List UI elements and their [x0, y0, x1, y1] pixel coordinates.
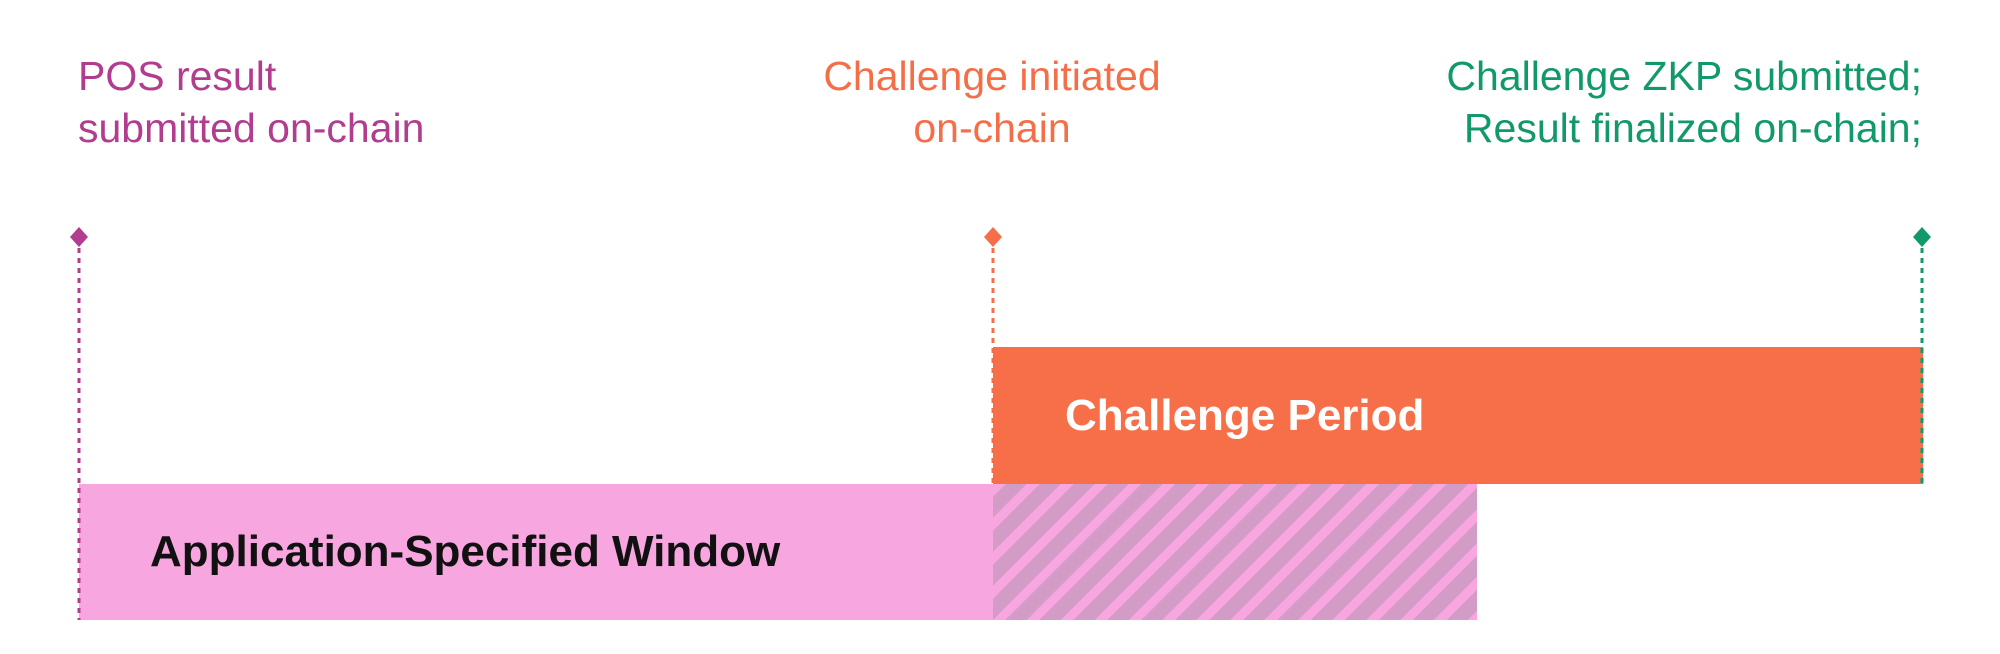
marker-result-finalized-diamond-icon — [1913, 227, 1931, 247]
milestone-label-line: Challenge initiated — [823, 53, 1161, 99]
milestone-label-pos-result: POS result submitted on-chain — [78, 50, 424, 154]
milestone-label-line: on-chain — [913, 105, 1071, 151]
challenge-period-bar: Challenge Period — [993, 347, 1923, 484]
marker-challenge-initiated — [984, 227, 1002, 484]
milestone-label-line: POS result — [78, 53, 277, 99]
challenge-period-label: Challenge Period — [1065, 390, 1425, 440]
milestone-label-result-finalized: Challenge ZKP submitted; Result finalize… — [1446, 50, 1922, 154]
application-window-label: Application-Specified Window — [150, 527, 781, 576]
milestone-label-line: Result finalized on-chain; — [1463, 105, 1922, 151]
marker-challenge-initiated-diamond-icon — [984, 227, 1002, 247]
application-window-bar: Application-Specified Window — [79, 484, 993, 620]
milestone-label-challenge-initiated: Challenge initiated on-chain — [792, 50, 1192, 154]
marker-pos-result — [70, 227, 88, 620]
overlap-hatched-region — [993, 484, 1477, 620]
milestone-label-line: Challenge ZKP submitted; — [1446, 53, 1922, 99]
marker-pos-result-diamond-icon — [70, 227, 88, 247]
marker-result-finalized — [1913, 227, 1931, 484]
milestone-label-line: submitted on-chain — [78, 105, 425, 151]
